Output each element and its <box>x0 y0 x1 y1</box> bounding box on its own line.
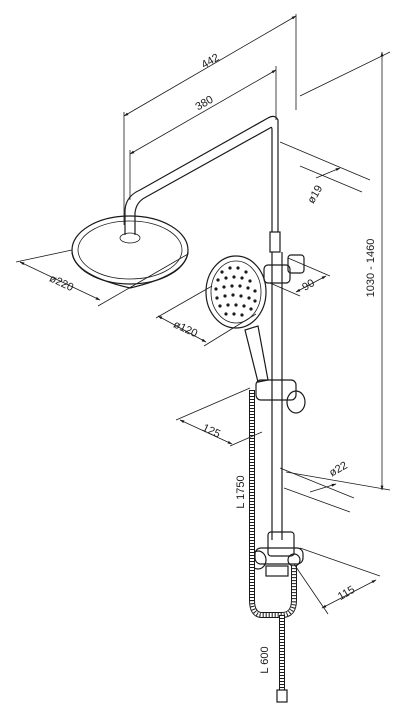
dim-hose-length: L 1750 <box>235 475 247 508</box>
dim-380: 380 <box>194 94 216 114</box>
dim-holder-depth: 90 <box>300 277 317 294</box>
hand-shower <box>205 255 269 383</box>
dim-hand-diameter: ø120 <box>171 319 199 340</box>
dim-pipe-top: ø19 <box>305 183 325 205</box>
dim-442: 442 <box>200 52 222 72</box>
dim-bottom-length: L 600 <box>259 646 271 673</box>
dim-head-diameter: ø220 <box>47 273 75 294</box>
spray-nozzles <box>214 266 257 317</box>
dimension-lines <box>15 14 391 615</box>
dim-bracket-depth: 115 <box>336 584 357 603</box>
riser-rail <box>249 231 306 577</box>
rain-shower-head <box>71 215 189 289</box>
shower-hose <box>249 390 297 703</box>
dim-pipe-bottom: ø22 <box>327 459 349 479</box>
dim-height-range: 1030 - 1460 <box>365 239 377 298</box>
dimension-labels: 442 380 ø220 ø19 90 ø120 125 L 1750 ø22 … <box>47 52 377 674</box>
